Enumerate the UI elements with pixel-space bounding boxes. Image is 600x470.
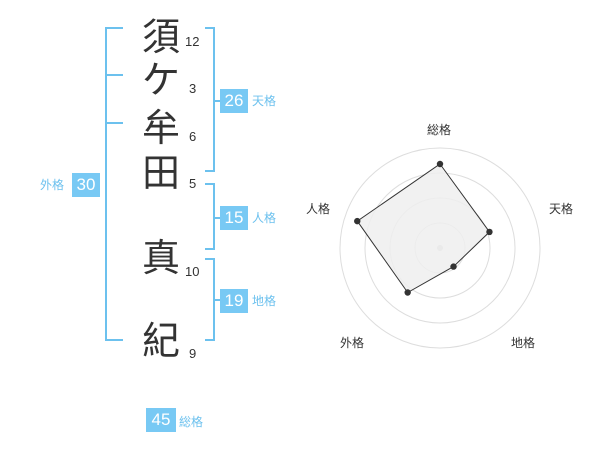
tenkaku-value-badge: 26 — [220, 89, 248, 113]
chikaku-connector — [213, 299, 220, 301]
jinkaku-label: 人格 — [252, 211, 277, 225]
jinkaku-connector — [213, 217, 220, 219]
name-char-2: ケ — [141, 58, 180, 102]
radar-point-jinkaku — [354, 217, 361, 225]
jinkaku-bracket — [205, 183, 215, 250]
tenkaku-bracket — [205, 27, 215, 172]
radar-point-soukaku — [436, 160, 444, 168]
radar-polygon — [356, 163, 491, 294]
gaikaku-label: 外格 — [40, 178, 65, 192]
radar-grid-ring — [339, 147, 541, 349]
chikaku-value-badge: 19 — [220, 289, 248, 313]
name-char-3: 牟 — [141, 106, 180, 150]
jinkaku-value-badge: 15 — [220, 206, 248, 230]
soukaku-label: 総格 — [179, 415, 204, 429]
gaikaku-value-badge: 30 — [72, 173, 100, 197]
stroke-count-3: 6 — [189, 129, 197, 144]
tenkaku-connector — [213, 100, 220, 102]
gaikaku-bracket — [105, 27, 123, 341]
stroke-count-1: 12 — [185, 34, 200, 49]
radar-point-gaikaku — [404, 289, 411, 296]
name-char-1: 須 — [141, 15, 180, 59]
radar-points — [354, 160, 493, 296]
name-char-4: 田 — [141, 151, 180, 195]
radar-axis-label-chikaku: 地格 — [511, 336, 536, 350]
tenkaku-label: 天格 — [252, 94, 277, 108]
name-char-6: 紀 — [141, 319, 180, 363]
gaikaku-tick-upper — [107, 74, 123, 76]
stroke-count-4: 5 — [189, 176, 197, 191]
stroke-count-2: 3 — [189, 81, 197, 96]
radar-axis-label-gaikaku: 外格 — [340, 336, 365, 350]
name-char-5: 真 — [141, 236, 180, 280]
radar-axis-label-tenkaku: 天格 — [549, 202, 574, 216]
radar-axis-label-jinkaku: 人格 — [306, 202, 331, 216]
stroke-count-6: 9 — [189, 346, 197, 361]
radar-point-tenkaku — [486, 228, 493, 236]
radar-point-chikaku — [450, 263, 457, 270]
chikaku-label: 地格 — [252, 294, 277, 308]
stroke-count-5: 10 — [185, 264, 200, 279]
gaikaku-tick-lower — [107, 122, 123, 124]
soukaku-value-badge: 45 — [146, 408, 176, 432]
radar-axis-label-soukaku: 総格 — [427, 123, 452, 137]
